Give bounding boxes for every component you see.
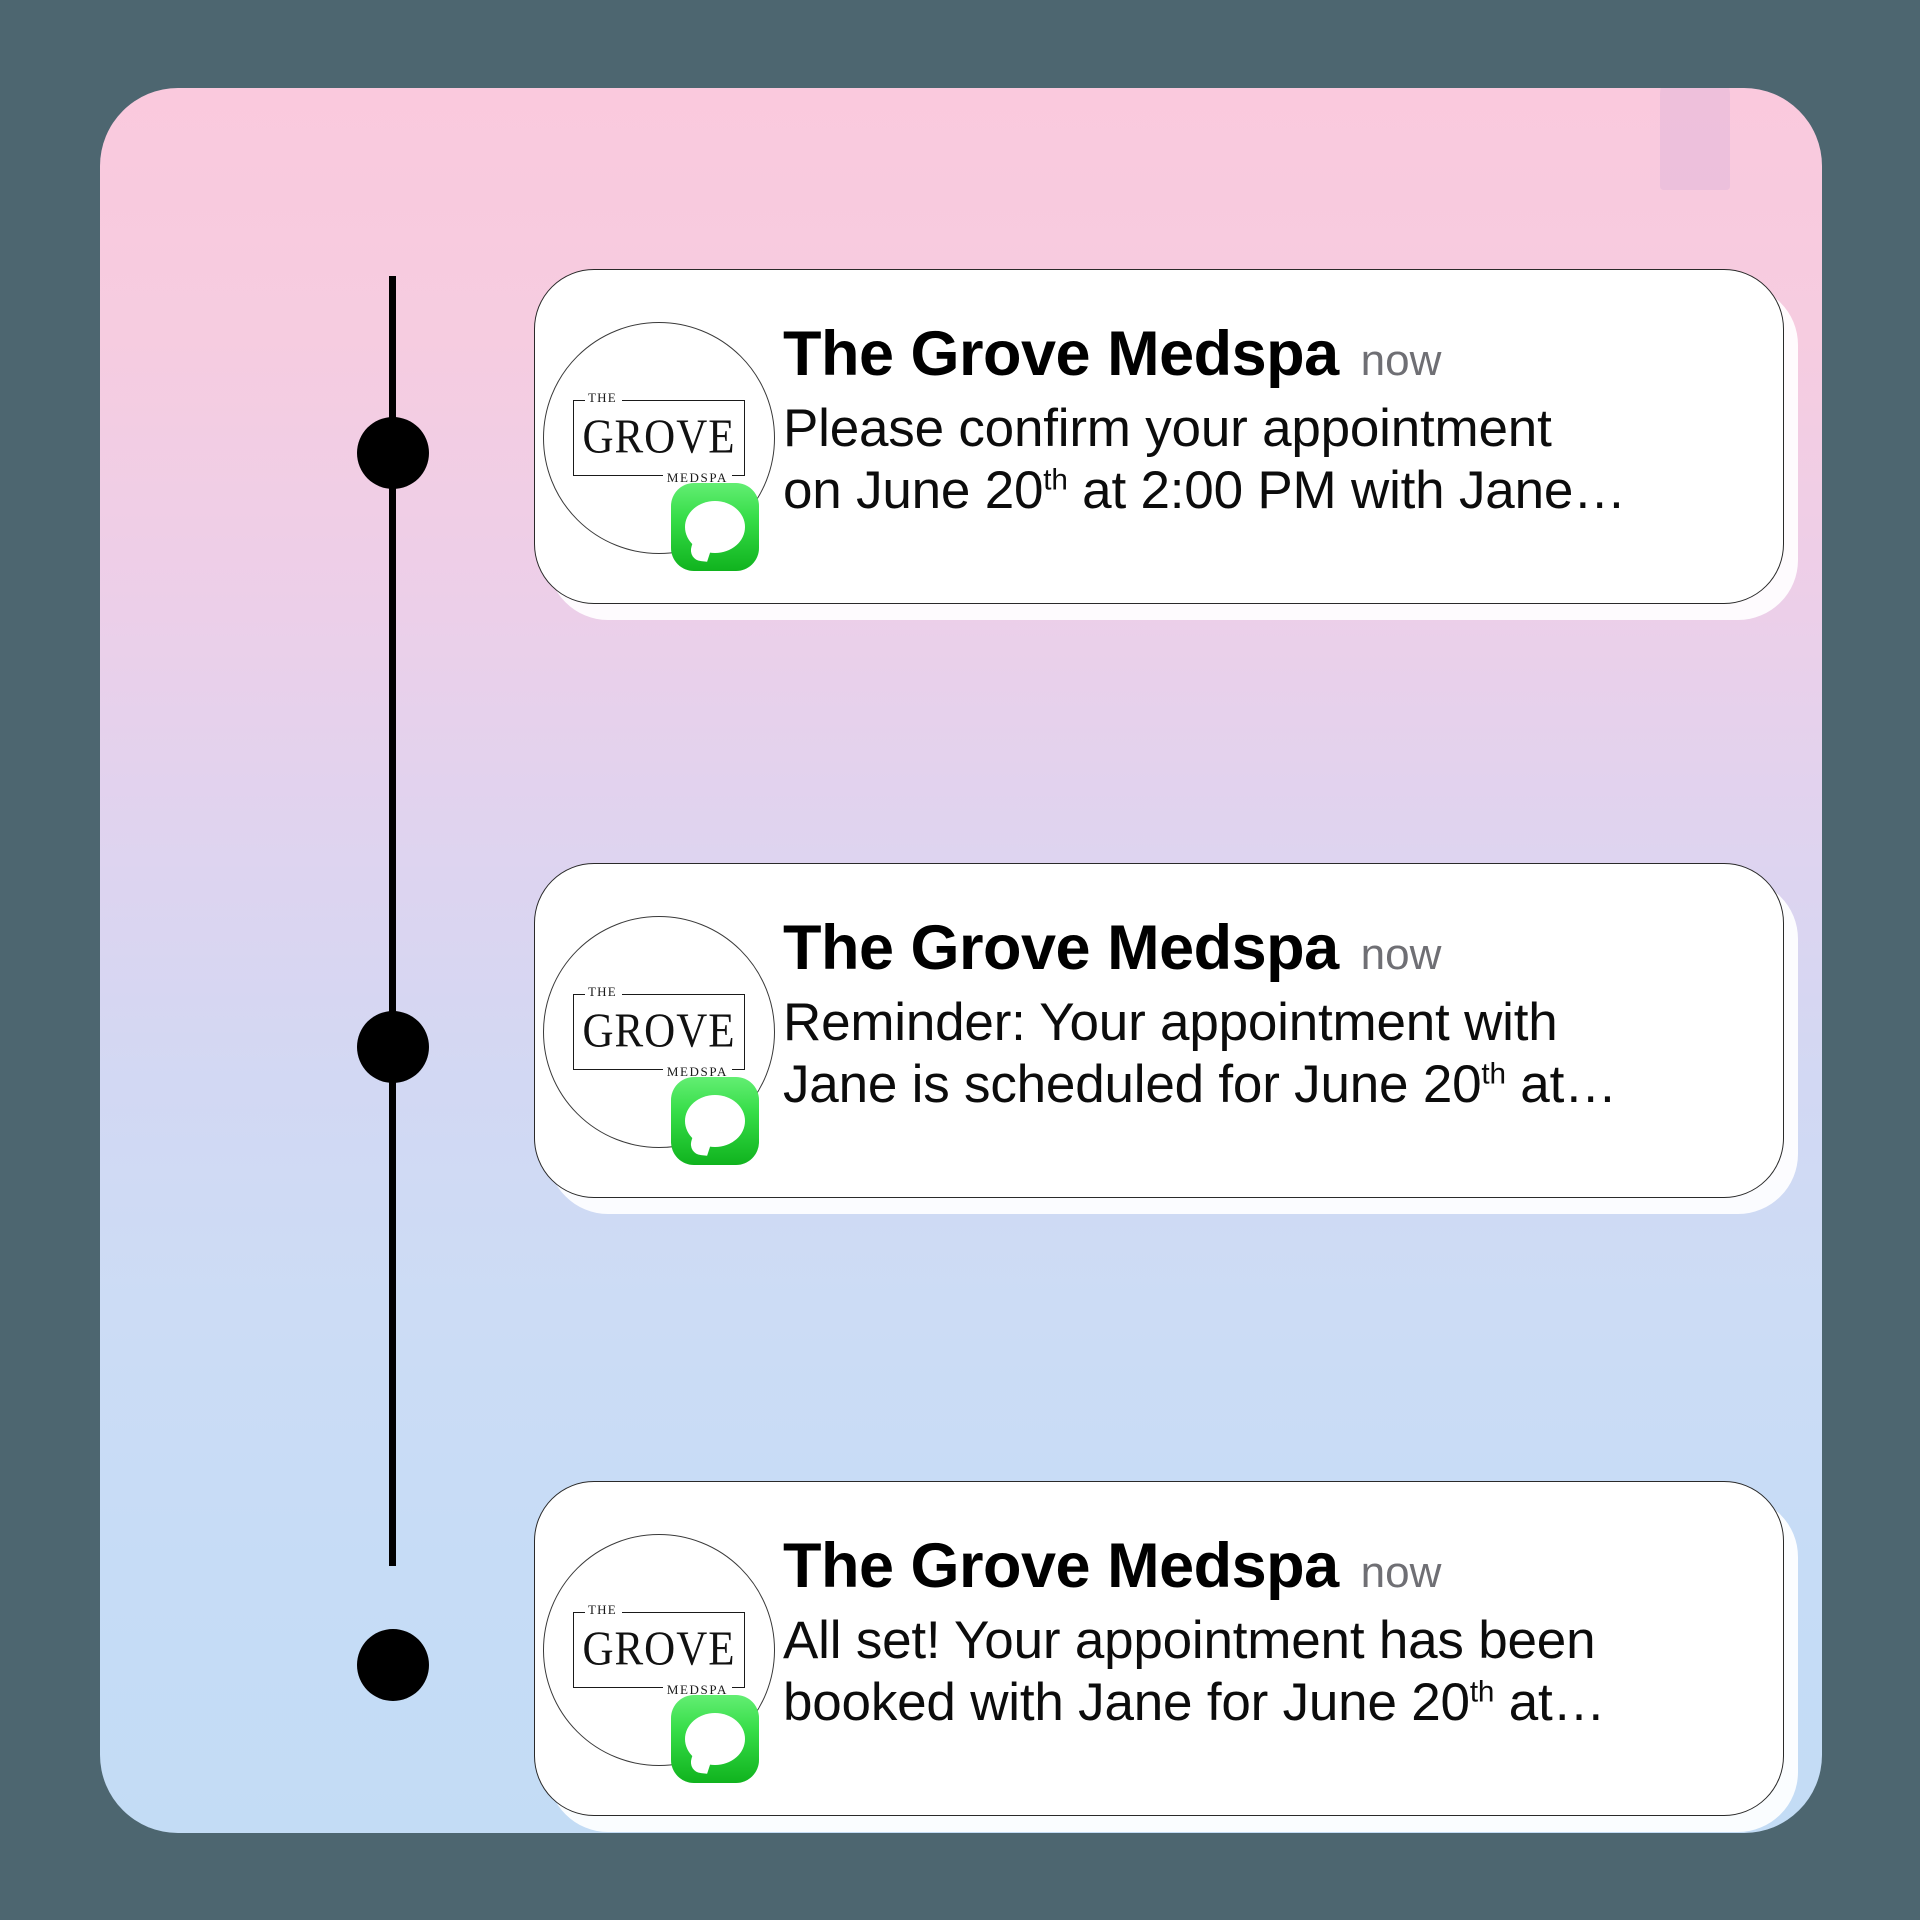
message-line-2-post: at…: [1505, 1054, 1617, 1114]
logo-medspa-label: MEDSPA: [662, 1682, 732, 1696]
notification-message: All set! Your appointment has been booke…: [783, 1610, 1743, 1733]
notification-title: The Grove Medspa: [783, 1531, 1339, 1601]
gradient-panel: THE GROVE MEDSPA The Grove Medspa now Pl…: [100, 88, 1822, 1833]
logo-grove-label: GROVE: [582, 411, 736, 464]
notification-timestamp: now: [1360, 1548, 1442, 1597]
timeline-dot-1: [357, 417, 429, 489]
notification-message: Please confirm your appointment on June …: [783, 398, 1743, 521]
notification-body: The Grove Medspa now Please confirm your…: [783, 270, 1783, 521]
avatar: THE GROVE MEDSPA: [535, 270, 783, 605]
ordinal-suffix: th: [1043, 463, 1068, 497]
notification-header: The Grove Medspa now: [783, 319, 1743, 389]
notification-card-2[interactable]: THE GROVE MEDSPA The Grove Medspa now Re…: [534, 863, 1784, 1198]
logo-frame: THE GROVE MEDSPA: [573, 984, 745, 1078]
logo-medspa-label: MEDSPA: [662, 470, 732, 484]
speech-bubble-icon: [685, 1095, 745, 1147]
notification-body: The Grove Medspa now Reminder: Your appo…: [783, 864, 1783, 1115]
logo-the-label: THE: [585, 984, 622, 998]
logo-the-label: THE: [585, 1602, 622, 1616]
message-line-1: All set! Your appointment has been: [783, 1611, 1596, 1671]
message-line-2-post: at…: [1494, 1672, 1606, 1732]
timeline-line: [389, 276, 396, 1566]
notification-timestamp: now: [1360, 336, 1442, 385]
timeline-dot-2: [357, 1011, 429, 1083]
logo-frame: THE GROVE MEDSPA: [573, 390, 745, 484]
brand-logo-circle: THE GROVE MEDSPA: [543, 915, 775, 1148]
notification-message: Reminder: Your appointment with Jane is …: [783, 992, 1743, 1115]
notification-title: The Grove Medspa: [783, 913, 1339, 983]
notification-card-1[interactable]: THE GROVE MEDSPA The Grove Medspa now Pl…: [534, 269, 1784, 604]
notification-card-3[interactable]: THE GROVE MEDSPA The Grove Medspa now Al…: [534, 1481, 1784, 1816]
notification-body: The Grove Medspa now All set! Your appoi…: [783, 1482, 1783, 1733]
avatar: THE GROVE MEDSPA: [535, 1482, 783, 1817]
watermark-shape: [1660, 88, 1730, 190]
speech-bubble-icon: [685, 1713, 745, 1765]
logo-medspa-label: MEDSPA: [662, 1064, 732, 1078]
messages-app-icon: [671, 1077, 759, 1165]
message-line-2-pre: Jane is scheduled for June 20: [783, 1054, 1482, 1114]
notification-timestamp: now: [1360, 930, 1442, 979]
notification-header: The Grove Medspa now: [783, 913, 1743, 983]
timeline-dot-3: [357, 1629, 429, 1701]
logo-grove-label: GROVE: [582, 1623, 736, 1676]
message-line-2-post: at 2:00 PM with Jane…: [1067, 460, 1626, 520]
ordinal-suffix: th: [1481, 1057, 1506, 1091]
notification-header: The Grove Medspa now: [783, 1531, 1743, 1601]
logo-frame: THE GROVE MEDSPA: [573, 1602, 745, 1696]
logo-grove-label: GROVE: [582, 1005, 736, 1058]
message-line-2-pre: booked with Jane for June 20: [783, 1672, 1470, 1732]
message-line-1: Reminder: Your appointment with: [783, 993, 1558, 1053]
notification-title: The Grove Medspa: [783, 319, 1339, 389]
speech-bubble-icon: [685, 501, 745, 553]
avatar: THE GROVE MEDSPA: [535, 864, 783, 1199]
messages-app-icon: [671, 483, 759, 571]
brand-logo-circle: THE GROVE MEDSPA: [543, 1533, 775, 1766]
messages-app-icon: [671, 1695, 759, 1783]
message-line-2-pre: on June 20: [783, 460, 1044, 520]
message-line-1: Please confirm your appointment: [783, 399, 1552, 459]
ordinal-suffix: th: [1469, 1675, 1495, 1709]
logo-the-label: THE: [585, 390, 622, 404]
